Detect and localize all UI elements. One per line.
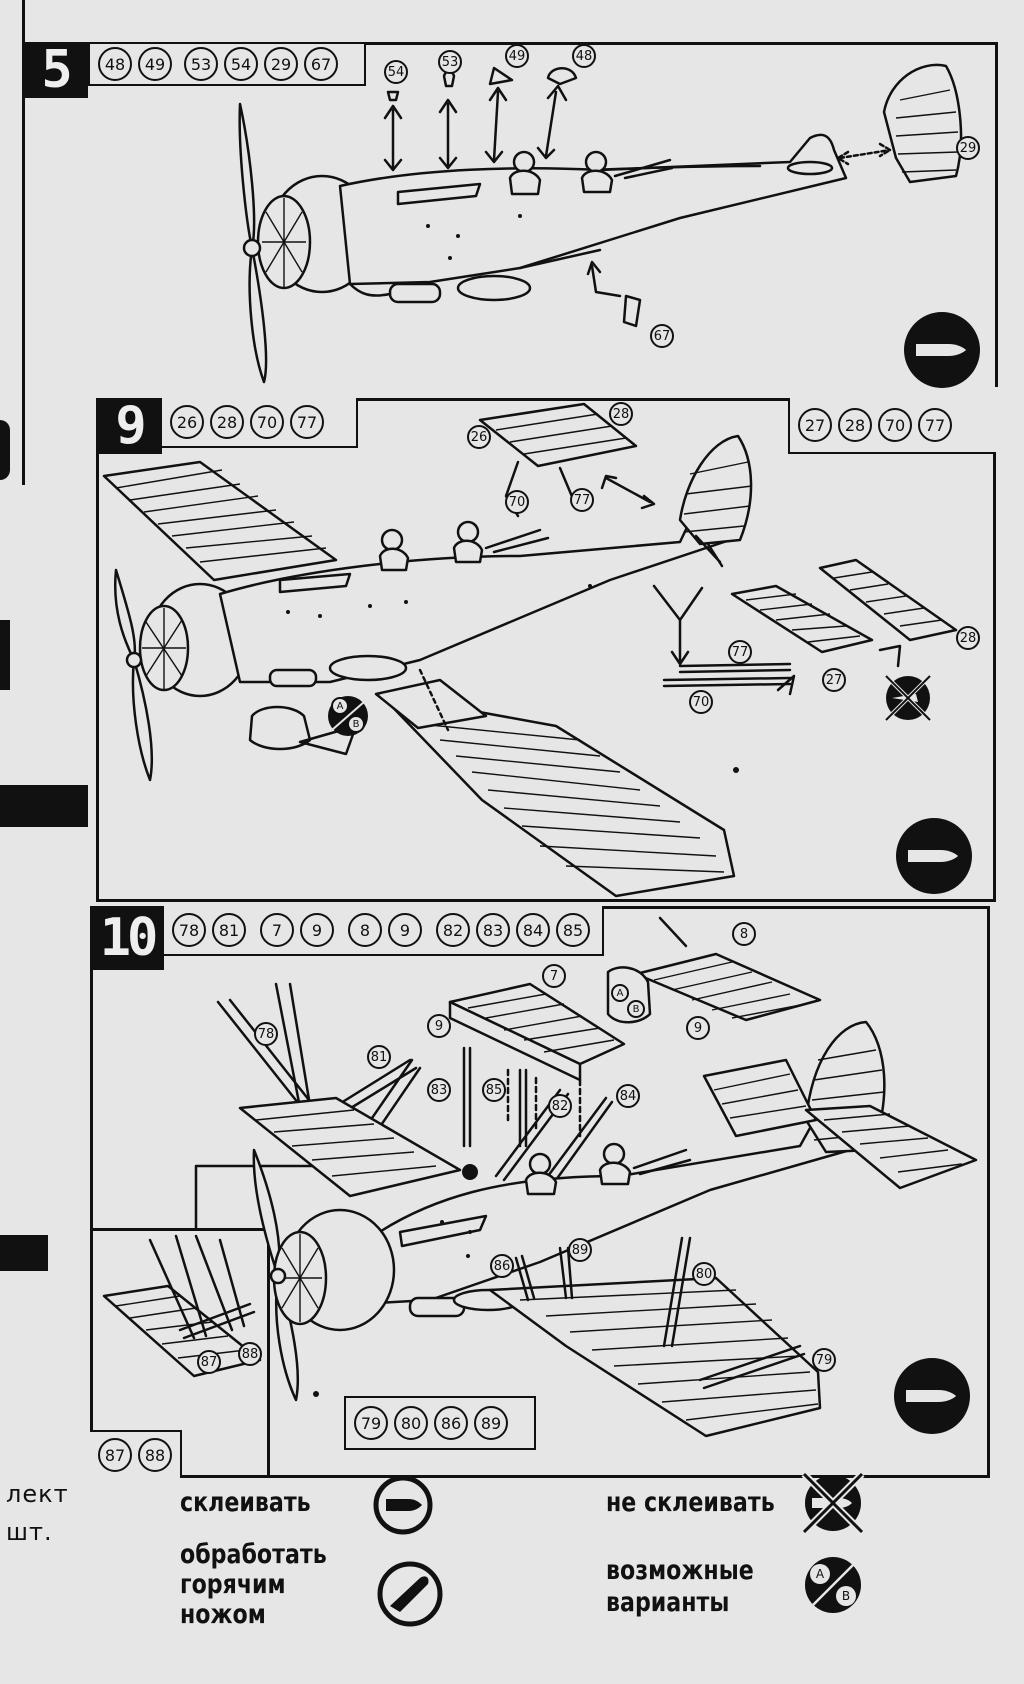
step-5-number: 5 — [22, 40, 88, 100]
glue-icon — [894, 1358, 970, 1434]
part-number: 77 — [290, 405, 324, 439]
part-label: 54 — [384, 60, 408, 84]
part-label: 84 — [616, 1084, 640, 1108]
left-page-edge — [0, 0, 88, 1684]
part-number: 86 — [434, 1406, 468, 1440]
part-number: 53 — [184, 47, 218, 81]
variant-a-label: A — [611, 984, 629, 1002]
part-number: 83 — [476, 913, 510, 947]
part-label: 82 — [548, 1094, 572, 1118]
part-label: 9 — [427, 1014, 451, 1038]
step-10-parts-list: 78 81 7 9 8 9 82 83 84 85 — [164, 906, 604, 956]
part-number: 29 — [264, 47, 298, 81]
part-label: 53 — [438, 50, 462, 74]
part-number: 9 — [300, 913, 334, 947]
step-9-wing-assembly-drawing — [102, 402, 958, 898]
step-10-number: 10 — [90, 906, 164, 970]
part-number: 54 — [224, 47, 258, 81]
part-label: 67 — [650, 324, 674, 348]
cut-off-text: шт. — [6, 1518, 53, 1546]
part-label: 29 — [956, 136, 980, 160]
part-label: 89 — [568, 1238, 592, 1262]
part-number: 48 — [98, 47, 132, 81]
part-number: 81 — [212, 913, 246, 947]
cut-off-text: лект — [6, 1480, 69, 1508]
part-number: 88 — [138, 1438, 172, 1472]
part-label: 77 — [570, 488, 594, 512]
step-9-parts-list-right: 27 28 70 77 — [788, 398, 996, 454]
part-number: 78 — [172, 913, 206, 947]
step-5-parts-list: 48 49 53 54 29 67 — [88, 42, 366, 86]
variant-b-label: B — [627, 1000, 645, 1018]
hot-knife-icon — [377, 1561, 443, 1627]
step-9-panel — [96, 398, 996, 902]
step-9-number: 9 — [96, 396, 162, 456]
part-label: 80 — [692, 1262, 716, 1286]
part-label: 28 — [609, 402, 633, 426]
part-number: 9 — [388, 913, 422, 947]
part-number: 49 — [138, 47, 172, 81]
legend-variants-label-2: варианты — [606, 1587, 730, 1618]
legend-glue-label: склеивать — [180, 1487, 311, 1518]
step-10-inset — [90, 1228, 270, 1478]
part-label: 70 — [689, 690, 713, 714]
part-number: 79 — [354, 1406, 388, 1440]
part-label: 49 — [505, 44, 529, 68]
part-label: 83 — [427, 1078, 451, 1102]
part-label: 26 — [467, 425, 491, 449]
part-number: 82 — [436, 913, 470, 947]
part-number: 70 — [250, 405, 284, 439]
legend-hot-knife-label-2: горячим — [180, 1569, 286, 1600]
part-number: 28 — [838, 408, 872, 442]
legend-variants-label-1: возможные — [606, 1555, 754, 1586]
variant-a-label: A — [815, 1567, 825, 1581]
part-label: 85 — [482, 1078, 506, 1102]
variant-a-label: A — [331, 697, 349, 715]
part-number: 77 — [918, 408, 952, 442]
part-label: 81 — [367, 1045, 391, 1069]
part-number: 87 — [98, 1438, 132, 1472]
legend-no-glue-label: не склеивать — [606, 1487, 775, 1518]
part-label: 87 — [197, 1350, 221, 1374]
variant-b-label: B — [347, 715, 365, 733]
part-number: 70 — [878, 408, 912, 442]
part-number: 89 — [474, 1406, 508, 1440]
step-10-inset-parts: 87 88 — [90, 1430, 182, 1478]
part-label: 28 — [956, 626, 980, 650]
part-number: 26 — [170, 405, 204, 439]
variants-icon — [805, 1557, 861, 1613]
glue-icon — [904, 312, 980, 388]
part-label: 8 — [732, 922, 756, 946]
part-number: 7 — [260, 913, 294, 947]
part-number: 28 — [210, 405, 244, 439]
step-5-fuselage-drawing — [238, 63, 963, 384]
step-10-strut-assembly-drawing — [102, 916, 978, 1438]
part-label: 27 — [822, 668, 846, 692]
step-5-panel — [22, 42, 998, 387]
variant-b-label: B — [841, 1589, 851, 1603]
part-label: 48 — [572, 44, 596, 68]
part-number: 27 — [798, 408, 832, 442]
part-label: 9 — [686, 1016, 710, 1040]
legend-hot-knife-label-1: обработать — [180, 1539, 327, 1570]
part-number: 85 — [556, 913, 590, 947]
glue-icon — [896, 818, 972, 894]
no-glue-icon — [801, 1471, 865, 1535]
part-number: 8 — [348, 913, 382, 947]
part-number: 67 — [304, 47, 338, 81]
glue-icon — [373, 1475, 433, 1535]
part-label: 78 — [254, 1022, 278, 1046]
part-label: 7 — [542, 964, 566, 988]
step-9-parts-list: 26 28 70 77 — [162, 398, 358, 448]
part-label: 70 — [505, 490, 529, 514]
part-number: 80 — [394, 1406, 428, 1440]
legend-hot-knife-label-3: ножом — [180, 1599, 266, 1630]
part-label: 79 — [812, 1348, 836, 1372]
step-10-bottom-parts: 79 80 86 89 — [344, 1396, 536, 1450]
part-label: 77 — [728, 640, 752, 664]
part-label: 88 — [238, 1342, 262, 1366]
part-number: 84 — [516, 913, 550, 947]
part-label: 86 — [490, 1254, 514, 1278]
no-glue-icon — [884, 674, 932, 722]
